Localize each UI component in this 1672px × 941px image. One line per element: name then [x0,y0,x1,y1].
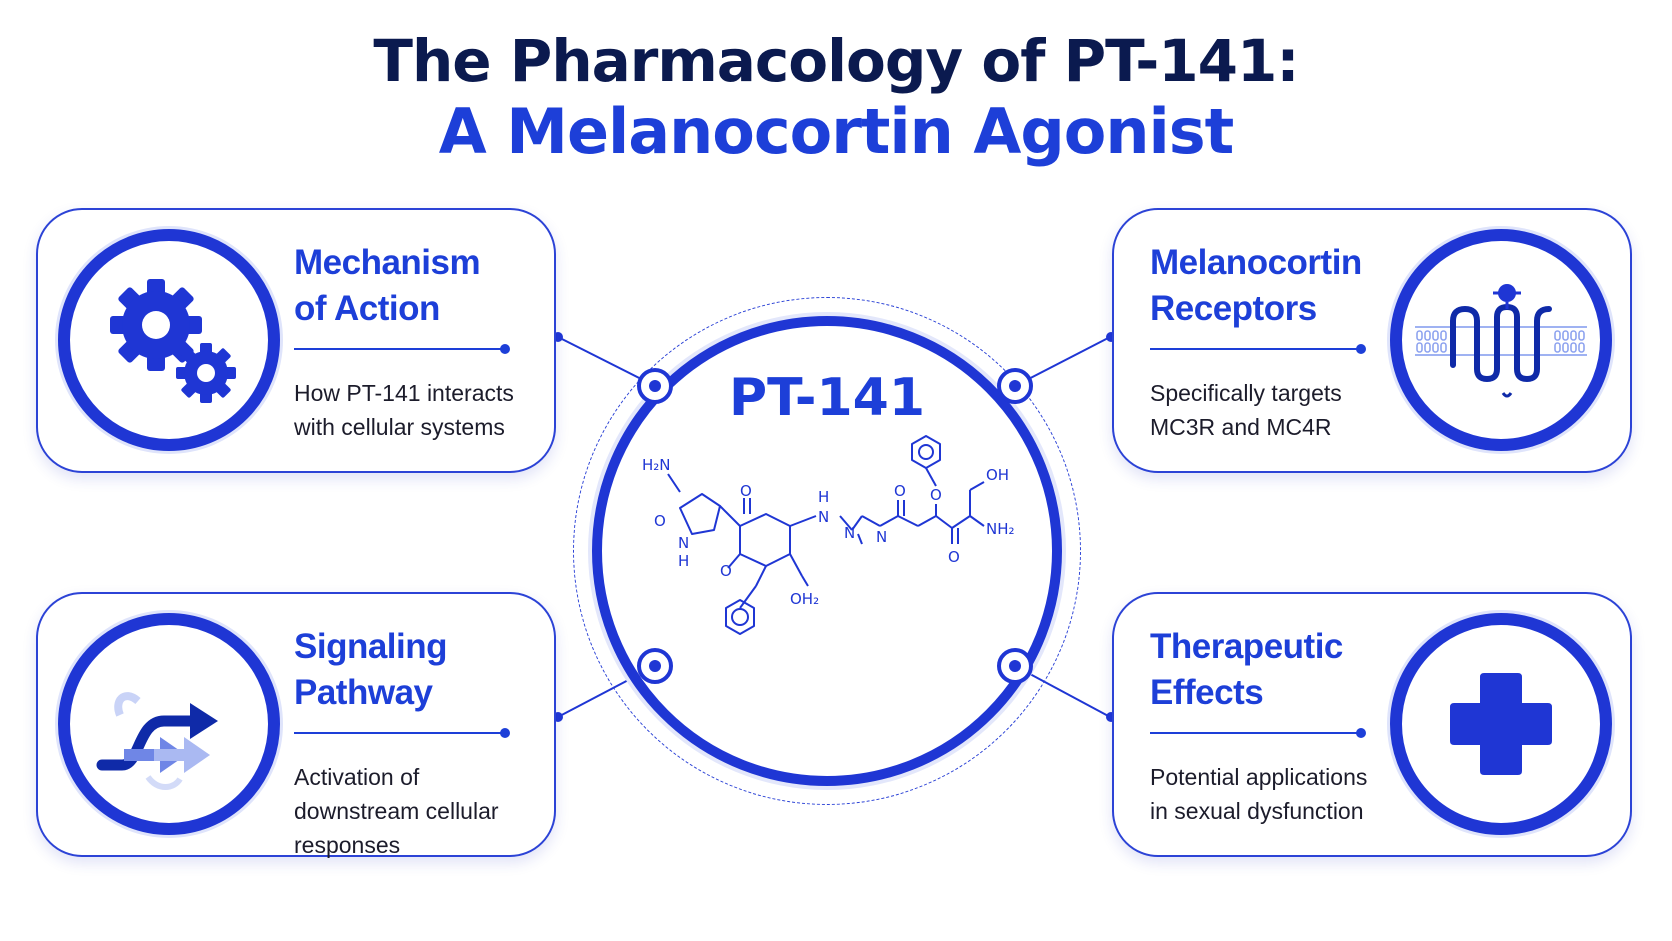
card-text-block: Melanocortin Receptors Specifically targ… [1150,240,1388,444]
signal-arrows-icon [96,692,218,790]
hub-node-bottom-left [637,648,673,684]
gears-icon [110,279,236,403]
card-title: Mechanism of Action [294,243,481,328]
medical-cross-icon [1450,673,1552,775]
molecule-label-o-lower: O [720,562,732,580]
molecule-label-n-mid1: N [844,524,855,542]
hub-node-top-left [637,368,673,404]
card-text-block: Mechanism of Action How PT-141 interacts… [294,240,532,444]
molecule-structure: H₂N O N H O O H N N O N O O OH NH₂ OH₂ [642,435,1015,635]
molecule-label-h-nh: H [818,488,829,506]
hub-title: PT-141 [728,368,926,428]
card-melanocortin-receptors: Melanocortin Receptors Specifically targ… [1112,208,1632,473]
molecule-label-h-ring: H [678,552,689,570]
molecule-label-nh2: NH₂ [986,520,1015,538]
molecule-label-oh-top: OH [986,466,1009,484]
card-icon-ring [58,229,280,451]
page-title-line1: The Pharmacology of PT-141: [373,27,1299,95]
molecule-label-n-nh: N [818,508,829,526]
molecule-label-o-ketone: O [740,482,752,500]
molecule-label-h2n: H₂N [642,456,671,474]
molecule-label-oh2: OH₂ [790,590,819,608]
molecule-label-o-ether: O [930,486,942,504]
title-divider [1150,728,1366,738]
card-icon-ring [1390,229,1612,451]
molecule-label-o-ring: O [654,512,666,530]
card-icon-ring [1390,613,1612,835]
card-icon-ring [58,613,280,835]
title-divider [1150,344,1366,354]
card-title: Therapeutic Effects [1150,627,1343,712]
card-signaling-pathway: Signaling Pathway Activation of downstre… [36,592,556,858]
hub-dashed-outline [573,297,1081,805]
membrane-receptor-icon [1415,284,1587,398]
card-description: Specifically targets MC3R and MC4R [1150,380,1342,440]
hub-node-top-right [997,368,1033,404]
card-therapeutic-effects: Therapeutic Effects Potential applicatio… [1112,592,1632,857]
card-text-block: Therapeutic Effects Potential applicatio… [1150,624,1388,828]
title-divider [294,344,510,354]
hub-node-bottom-right [997,648,1033,684]
card-title: Signaling Pathway [294,627,448,712]
title-divider [294,728,510,738]
card-mechanism-of-action: Mechanism of Action How PT-141 interacts… [36,208,556,473]
card-title: Melanocortin Receptors [1150,243,1362,328]
molecule-label-n-ring: N [678,534,689,552]
card-description: Activation of downstream cellular respon… [294,764,499,858]
card-description: How PT-141 interacts with cellular syste… [294,380,514,440]
card-text-block: Signaling Pathway Activation of downstre… [294,624,532,862]
molecule-label-n-mid2: N [876,528,887,546]
page-title-line2: A Melanocortin Agonist [438,95,1235,168]
molecule-label-o-amide2: O [948,548,960,566]
molecule-label-o-amide: O [894,482,906,500]
card-description: Potential applications in sexual dysfunc… [1150,764,1368,824]
